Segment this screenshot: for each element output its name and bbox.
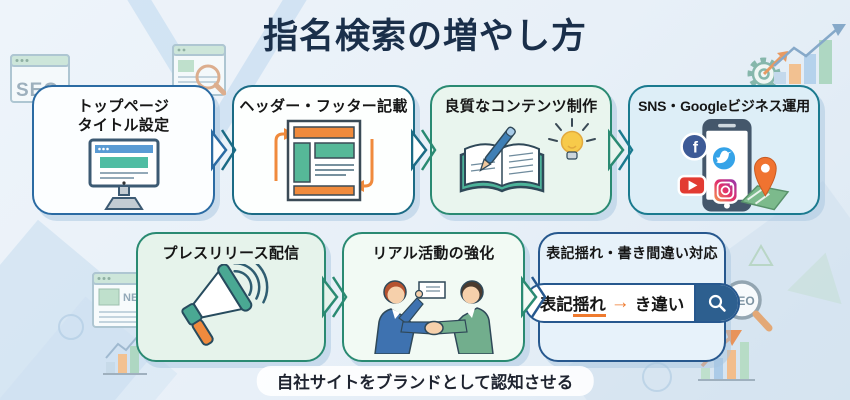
step-label: ヘッダー・フッター記載 (239, 98, 408, 115)
desktop-monitor-icon (88, 138, 159, 210)
book-pen-lightbulb-icon (459, 117, 596, 193)
smartphone-sns-map-icon: f (677, 118, 790, 212)
step-label: 表記揺れ・書き間違い対応 (546, 245, 718, 261)
handshake-icon (373, 280, 494, 354)
step-card-top-page-title: トップページ タイトル設定 (32, 85, 215, 215)
pen-icon (479, 126, 516, 172)
typo-underline: 揺れ (572, 295, 606, 317)
step-card-press-release: プレスリリース配信 (136, 232, 326, 362)
triangle-outline-icon (748, 244, 774, 266)
step-label: SNS・Googleビジネス運用 (638, 98, 810, 114)
circle-outline-2 (58, 314, 84, 340)
step-label: リアル活動の強化 (372, 245, 495, 262)
correction-arrow-icon: → (610, 292, 630, 313)
step-card-quality-content: 良質なコンテンツ制作 (430, 85, 612, 215)
flow-arrow-4 (322, 275, 348, 319)
step-card-real-activity: リアル活動の強化 (342, 232, 525, 362)
facebook-icon (680, 132, 709, 161)
step-card-sns-google-business: SNS・Googleビジネス運用 f (628, 85, 820, 215)
flow-arrow-2 (411, 128, 437, 172)
search-button-illustration (694, 284, 739, 321)
step-label: プレスリリース配信 (162, 245, 300, 262)
browser-magnifier-icon (172, 44, 226, 96)
flow-arrow-3 (608, 128, 634, 172)
search-icon (709, 294, 726, 312)
growth-chart-top-right-icon (773, 24, 846, 84)
bar-chart-bottom-left-icon (103, 335, 147, 375)
business-card (417, 281, 446, 299)
step-label: 良質なコンテンツ制作 (444, 98, 598, 115)
bottom-caption: 自社サイトをブランドとして認知させる (256, 366, 594, 396)
step-card-header-footer: ヘッダー・フッター記載 (232, 85, 415, 215)
search-box-illustration: 表記揺れ → き違い (523, 282, 741, 323)
megaphone-icon (181, 263, 269, 346)
page-title: 指名検索の増やし方 (262, 17, 587, 56)
search-query-text: 表記揺れ → き違い (526, 285, 695, 321)
flow-arrow-5 (521, 275, 547, 319)
webpage-header-footer-icon (274, 119, 373, 201)
flow-arrow-1 (211, 128, 237, 172)
step-label: トップページ タイトル設定 (77, 98, 170, 134)
lightbulb-icon (560, 130, 584, 153)
clasped-hands (423, 320, 444, 335)
circle-outline-1 (642, 362, 672, 392)
step-card-spelling-variants: 表記揺れ・書き間違い対応 表記揺れ → き違い (523, 232, 741, 362)
map-pin-icon (754, 156, 777, 197)
svg-text:f: f (693, 139, 699, 156)
